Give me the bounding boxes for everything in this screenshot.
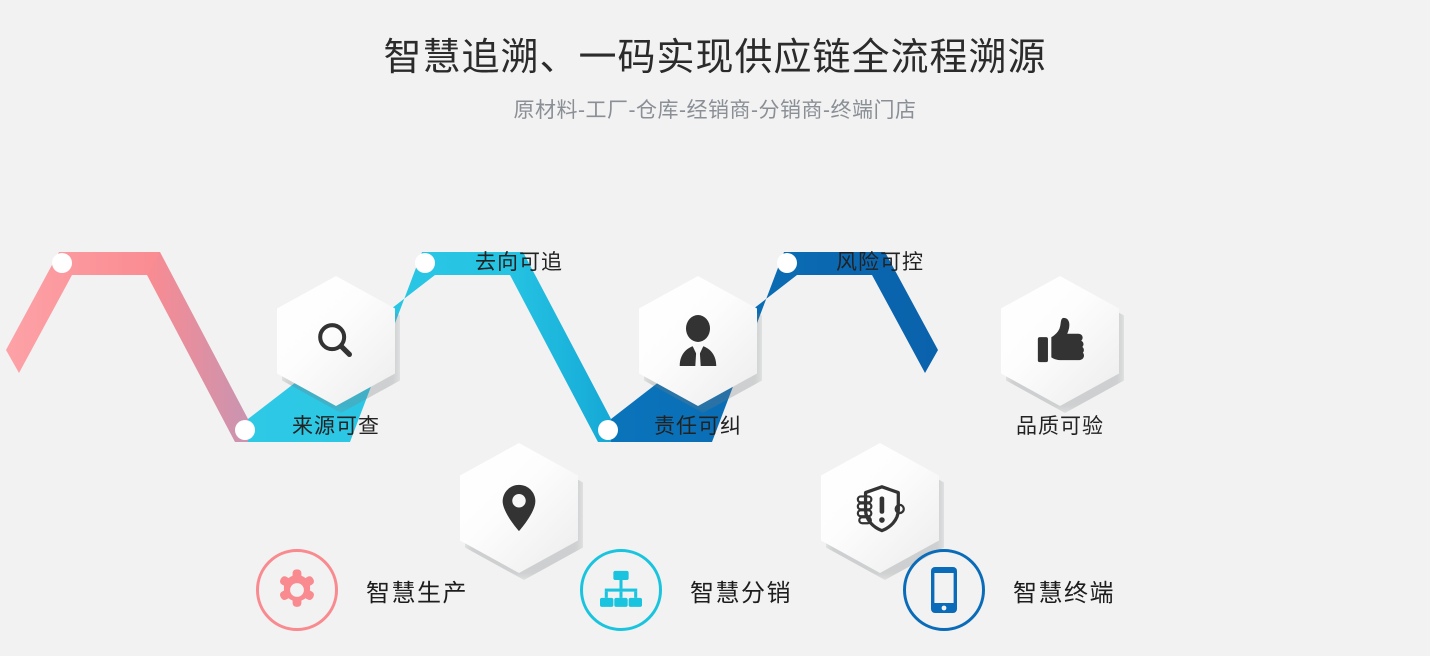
businessman-icon — [679, 315, 717, 366]
vertex-marker-valley-2 — [598, 420, 618, 440]
capability-row: 智慧生产 智慧分销 智慧终端 — [0, 520, 1430, 640]
gear-icon — [280, 569, 314, 607]
flow-node-label-quality-verifiable: 品质可验 — [1016, 415, 1104, 438]
flow-node-label-source-traceable: 来源可查 — [292, 415, 380, 438]
capability-label-smart-terminal: 智慧终端 — [1013, 579, 1115, 607]
thumbs-up-icon — [1037, 317, 1084, 363]
page-header: 智慧追溯、一码实现供应链全流程溯源 原材料-工厂-仓库-经销商-分销商-终端门店 — [0, 0, 1430, 124]
vertex-marker-peak-2 — [415, 253, 435, 273]
vertex-marker-peak-3 — [777, 253, 797, 273]
vertex-marker-valley-1 — [235, 420, 255, 440]
capability-item-smart-terminal[interactable]: 智慧终端 — [903, 534, 1115, 646]
shield-alert-icon — [856, 485, 905, 533]
flow-node-responsibility-correctable[interactable] — [639, 276, 762, 413]
traceability-flow-diagram: 来源可查 去向可追 责任可纠 — [0, 228, 1430, 580]
flow-node-label-destination-trackable: 去向可追 — [475, 251, 563, 274]
capability-icon-ring — [580, 549, 662, 631]
hexagon-tile — [639, 276, 757, 406]
hexagon-tile — [821, 443, 939, 573]
flow-node-label-risk-controllable: 风险可控 — [836, 251, 924, 274]
flow-node-label-responsibility-correctable: 责任可纠 — [654, 415, 742, 438]
map-pin-icon — [502, 484, 536, 532]
page-title: 智慧追溯、一码实现供应链全流程溯源 — [383, 37, 1047, 79]
sitemap-icon — [600, 570, 642, 607]
page-subtitle: 原材料-工厂-仓库-经销商-分销商-终端门店 — [513, 98, 917, 122]
band-segment-1 — [6, 252, 160, 373]
capability-icon-ring — [256, 549, 338, 631]
capability-icon-ring — [903, 549, 985, 631]
vertex-marker-peak-1 — [52, 253, 72, 273]
magnifier-icon — [318, 323, 353, 358]
flow-node-source-traceable[interactable] — [277, 276, 400, 413]
flow-node-destination-trackable[interactable] — [460, 443, 583, 580]
capability-label-smart-distribution: 智慧分销 — [690, 579, 792, 607]
capability-label-smart-production: 智慧生产 — [366, 579, 468, 607]
flow-node-quality-verifiable[interactable] — [1001, 276, 1124, 413]
capability-item-smart-distribution[interactable]: 智慧分销 — [580, 534, 792, 646]
flow-node-risk-controllable[interactable] — [821, 443, 944, 580]
capability-item-smart-production[interactable]: 智慧生产 — [256, 534, 468, 646]
smartphone-icon — [931, 567, 957, 613]
